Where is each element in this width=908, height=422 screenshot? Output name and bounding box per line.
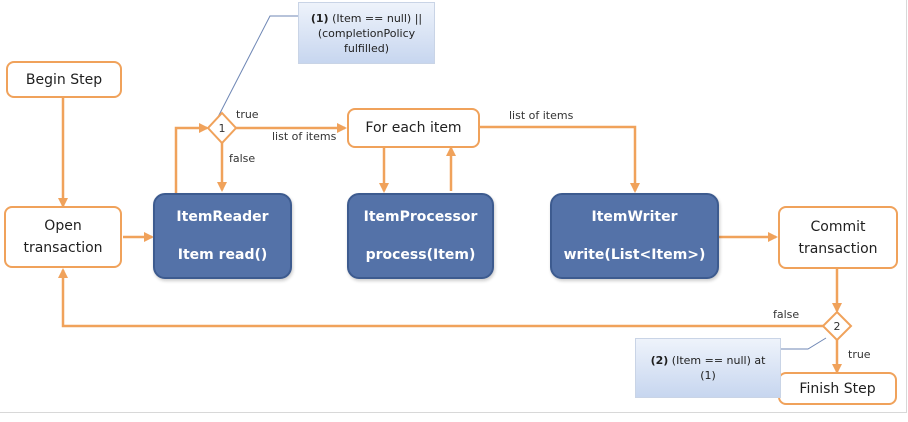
for-each-item-label: For each item bbox=[365, 120, 462, 136]
note2-line1: (Item == null) at bbox=[671, 354, 766, 367]
open-transaction-line2: transaction bbox=[23, 240, 103, 256]
commit-transaction-line2: transaction bbox=[798, 240, 878, 257]
note1-line3: fulfilled) bbox=[344, 41, 389, 55]
for-each-item-node: For each item bbox=[347, 108, 480, 148]
edge-label-false-2: false bbox=[773, 308, 800, 321]
decision-2-diamond bbox=[821, 310, 853, 342]
commit-transaction-line1: Commit bbox=[810, 218, 866, 235]
edge-label-list-of-items-1: list of items bbox=[272, 130, 337, 143]
item-processor-method: process(Item) bbox=[365, 247, 476, 263]
condition-note-1: (1) (Item == null) || (completionPolicy … bbox=[298, 2, 435, 64]
finish-step-label: Finish Step bbox=[799, 380, 876, 397]
note1-connector bbox=[217, 15, 298, 118]
note2-line2: (1) bbox=[700, 369, 716, 382]
item-writer-title: ItemWriter bbox=[591, 209, 678, 225]
item-writer-node: ItemWriter write(List<Item>) bbox=[550, 193, 719, 279]
note2-connector bbox=[781, 337, 827, 350]
arrow-reader-to-decision1 bbox=[174, 123, 209, 193]
item-reader-node: ItemReader Item read() bbox=[153, 193, 292, 279]
item-writer-method: write(List<Item>) bbox=[563, 247, 706, 263]
item-processor-node: ItemProcessor process(Item) bbox=[347, 193, 494, 279]
edge-label-true-1: true bbox=[236, 108, 259, 121]
note1-line1: (Item == null) || bbox=[332, 11, 423, 25]
begin-step-label: Begin Step bbox=[25, 71, 103, 88]
edge-label-true-2: true bbox=[848, 348, 871, 361]
commit-transaction-node: Commit transaction bbox=[778, 206, 898, 269]
arrow-foreach-to-writer bbox=[480, 125, 640, 193]
item-processor-title: ItemProcessor bbox=[363, 209, 478, 225]
decision-2-label: 2 bbox=[833, 320, 841, 333]
decision-1-label: 1 bbox=[218, 122, 226, 135]
note2-number: (2) bbox=[650, 354, 669, 367]
begin-step-node: Begin Step bbox=[6, 61, 122, 98]
note1-line2: (completionPolicy bbox=[317, 26, 416, 40]
edge-label-list-of-items-2: list of items bbox=[509, 109, 574, 122]
edge-label-false-1: false bbox=[229, 152, 256, 165]
condition-note-2: (2) (Item == null) at (1) bbox=[635, 338, 781, 398]
decision-1-diamond bbox=[206, 111, 238, 145]
note1-number: (1) bbox=[310, 11, 329, 25]
open-transaction-line1: Open bbox=[44, 218, 82, 234]
item-reader-title: ItemReader bbox=[176, 209, 269, 225]
item-reader-method: Item read() bbox=[177, 247, 268, 263]
arrow-decision2-false-to-open bbox=[58, 268, 823, 328]
finish-step-node: Finish Step bbox=[778, 372, 897, 405]
diagram-frame bbox=[0, 0, 907, 413]
open-transaction-node: Open transaction bbox=[4, 206, 122, 268]
